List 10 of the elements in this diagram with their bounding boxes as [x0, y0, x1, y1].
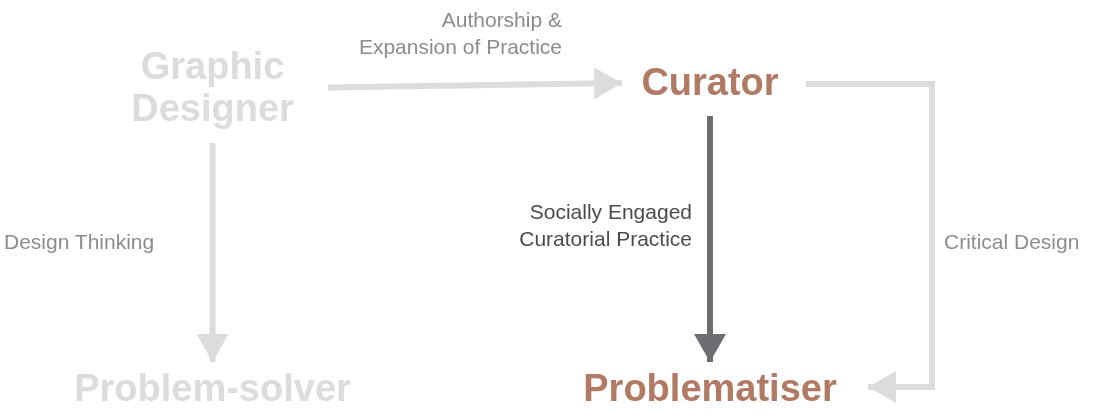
edge-label: Critical Design: [944, 229, 1081, 255]
edge-label: Design Thinking: [4, 229, 156, 255]
edge-label: Authorship & Expansion of Practice: [357, 7, 562, 61]
arrow: [196, 143, 229, 362]
edge-label: Socially Engaged Curatorial Practice: [518, 199, 692, 253]
arrow: [327, 67, 623, 100]
node-label: Curator: [641, 62, 779, 104]
node-label: Problematiser: [583, 368, 837, 410]
arrow: [694, 116, 726, 362]
arrow: [806, 81, 935, 403]
